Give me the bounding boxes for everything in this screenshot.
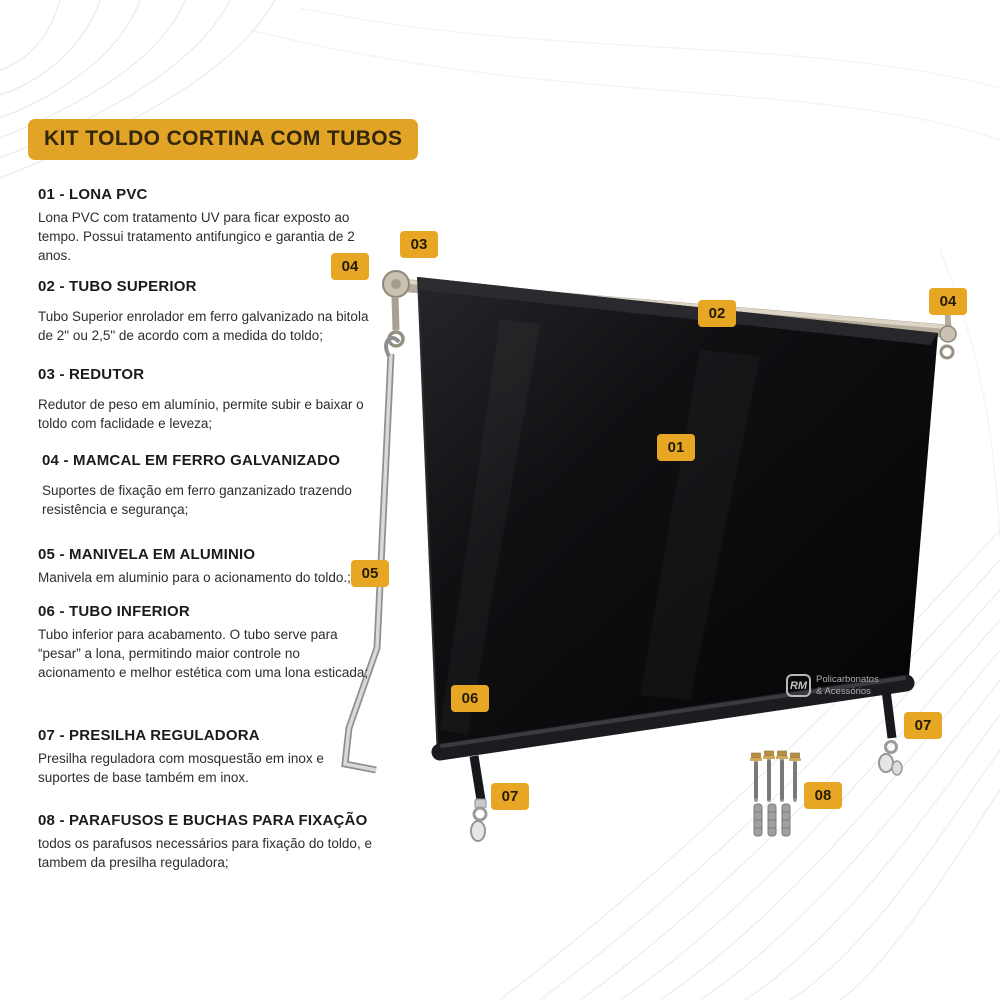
item-05-manivela: 05 - MANIVELA EM ALUMINIO Manivela em al… bbox=[38, 546, 372, 587]
badge-07-right: 07 bbox=[904, 712, 942, 739]
item-07-presilha: 07 - PRESILHA REGULADORA Presilha regula… bbox=[38, 727, 372, 787]
badge-01: 01 bbox=[657, 434, 695, 461]
item-03-redutor: 03 - REDUTOR Redutor de peso em alumínio… bbox=[38, 366, 372, 433]
brand-watermark: RM Policarbonatos & Acessórios bbox=[786, 674, 879, 697]
item-04-mamcal: 04 - MAMCAL EM FERRO GALVANIZADO Suporte… bbox=[42, 452, 376, 519]
presilha-esquerda-illustration bbox=[469, 755, 488, 842]
item-03-heading: 03 - REDUTOR bbox=[38, 366, 145, 383]
item-05-heading: 05 - MANIVELA EM ALUMINIO bbox=[38, 546, 256, 563]
item-04-heading: 04 - MAMCAL EM FERRO GALVANIZADO bbox=[42, 452, 341, 469]
badge-03: 03 bbox=[400, 231, 438, 258]
item-06-heading: 06 - TUBO INFERIOR bbox=[38, 603, 190, 620]
item-04-body: Suportes de fixação em ferro ganzanizado… bbox=[42, 483, 352, 518]
item-01-heading: 01 - LONA PVC bbox=[38, 186, 148, 203]
parafusos-e-buchas-illustration bbox=[750, 750, 801, 837]
item-08-body: todos os parafusos necessários para fixa… bbox=[38, 836, 372, 871]
watermark-line2: & Acessórios bbox=[816, 685, 871, 697]
rm-logo-icon: RM bbox=[786, 674, 811, 697]
badge-05: 05 bbox=[351, 560, 389, 587]
item-07-body: Presilha reguladora com mosquestão em in… bbox=[38, 751, 324, 786]
item-05-body: Manivela em aluminio para o acionamento … bbox=[38, 570, 351, 585]
item-01-lona-pvc: 01 - LONA PVC Lona PVC com tratamento UV… bbox=[38, 186, 372, 265]
lona-pvc-illustration bbox=[417, 276, 938, 761]
item-06-tubo-inferior: 06 - TUBO INFERIOR Tubo inferior para ac… bbox=[38, 603, 372, 682]
item-08-parafusos: 08 - PARAFUSOS E BUCHAS PARA FIXAÇÃO tod… bbox=[38, 812, 372, 872]
item-07-heading: 07 - PRESILHA REGULADORA bbox=[38, 727, 260, 744]
item-02-heading: 02 - TUBO SUPERIOR bbox=[38, 278, 197, 295]
page-title: KIT TOLDO CORTINA COM TUBOS bbox=[28, 119, 419, 160]
badge-04-right: 04 bbox=[929, 288, 967, 315]
badge-04-left: 04 bbox=[331, 253, 369, 280]
item-06-body: Tubo inferior para acabamento. O tubo se… bbox=[38, 627, 369, 681]
presilha-direita-illustration bbox=[878, 689, 903, 776]
item-03-body: Redutor de peso em alumínio, permite sub… bbox=[38, 397, 364, 432]
item-08-heading: 08 - PARAFUSOS E BUCHAS PARA FIXAÇÃO bbox=[38, 812, 368, 829]
item-02-body: Tubo Superior enrolador em ferro galvani… bbox=[38, 309, 369, 344]
badge-07-left: 07 bbox=[491, 783, 529, 810]
tubo-inferior-illustration bbox=[431, 674, 915, 761]
badge-08: 08 bbox=[804, 782, 842, 809]
item-01-body: Lona PVC com tratamento UV para ficar ex… bbox=[38, 210, 355, 264]
manivela-illustration bbox=[341, 336, 401, 774]
badge-02: 02 bbox=[698, 300, 736, 327]
mosquetao-icon bbox=[470, 820, 486, 842]
badge-06: 06 bbox=[451, 685, 489, 712]
item-02-tubo-superior: 02 - TUBO SUPERIOR Tubo Superior enrolad… bbox=[38, 278, 372, 345]
watermark-line1: Policarbonatos bbox=[816, 674, 879, 686]
